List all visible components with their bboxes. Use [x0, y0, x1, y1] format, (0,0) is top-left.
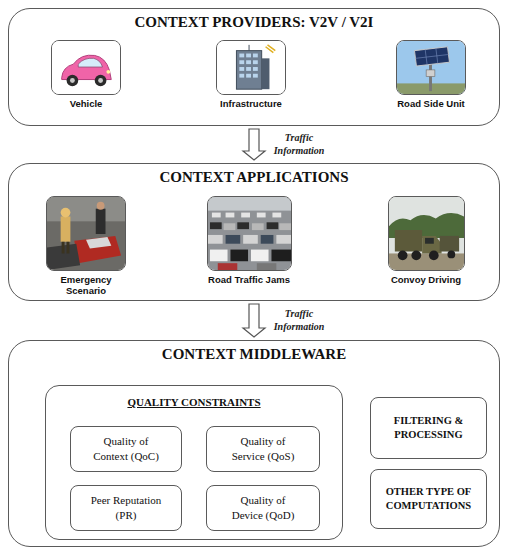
icon-label: Convoy Driving [374, 274, 478, 285]
icon-tile: Vehicle [36, 40, 136, 120]
layer-panel: CONTEXT PROVIDERS: V2V / V2I Vehicle Infra… [8, 8, 500, 126]
constraint-box: Quality of Context (QoC) [70, 426, 182, 472]
icon-label: Road Traffic Jams [194, 274, 304, 285]
icon-tile: Infrastructure [196, 40, 306, 120]
image-tile: Emergency Scenario [31, 196, 141, 300]
box-label: Quality of Device (QoD) [224, 493, 302, 523]
icon-label: Infrastructure [199, 98, 303, 109]
panel-title: CONTEXT PROVIDERS: V2V / V2I [9, 9, 499, 31]
box-label: OTHER TYPE OF COMPUTATIONS [380, 485, 478, 513]
function-box: OTHER TYPE OF COMPUTATIONS [370, 469, 487, 529]
constraint-box: Peer Reputation (PR) [70, 485, 182, 531]
block-arrow [243, 304, 265, 337]
image-tile: Road Traffic Jams [189, 196, 309, 300]
traffic-photo [207, 196, 292, 271]
panel-title: CONTEXT APPLICATIONS [9, 164, 499, 186]
icon-label: Emergency Scenario [55, 274, 117, 297]
group-title: QUALITY CONSTRAINTS [46, 386, 342, 408]
convoy-photo [388, 196, 465, 271]
constraint-box: Quality of Service (QoS) [206, 426, 320, 472]
icon-label: Road Side Unit [379, 98, 483, 109]
icon-label: Vehicle [38, 98, 134, 109]
arrow-label: Traffic Information [269, 308, 329, 333]
emergency-photo [46, 196, 126, 271]
image-tile: Convoy Driving [371, 196, 481, 300]
icon-tile: Road Side Unit [376, 40, 486, 120]
box-label: FILTERING & PROCESSING [394, 414, 464, 442]
solar-unit-icon [396, 40, 466, 95]
function-box: FILTERING & PROCESSING [370, 397, 487, 459]
constraint-box: Quality of Device (QoD) [206, 485, 320, 531]
group-box: QUALITY CONSTRAINTS Quality of Context (Q… [45, 385, 343, 540]
block-arrow [243, 129, 265, 160]
layer-panel: CONTEXT MIDDLEWARE QUALITY CONSTRAINTS Qua… [8, 340, 500, 547]
panel-title: CONTEXT MIDDLEWARE [9, 341, 499, 363]
layer-panel: CONTEXT APPLICATIONS Emergency Scenario Ro… [8, 163, 500, 301]
box-label: Quality of Service (QoS) [224, 434, 302, 464]
box-label: Quality of Context (QoC) [87, 434, 165, 464]
arrow-label: Traffic Information [269, 132, 329, 157]
building-icon [216, 40, 286, 95]
vehicle-icon [51, 40, 121, 95]
box-label: Peer Reputation (PR) [87, 493, 165, 523]
